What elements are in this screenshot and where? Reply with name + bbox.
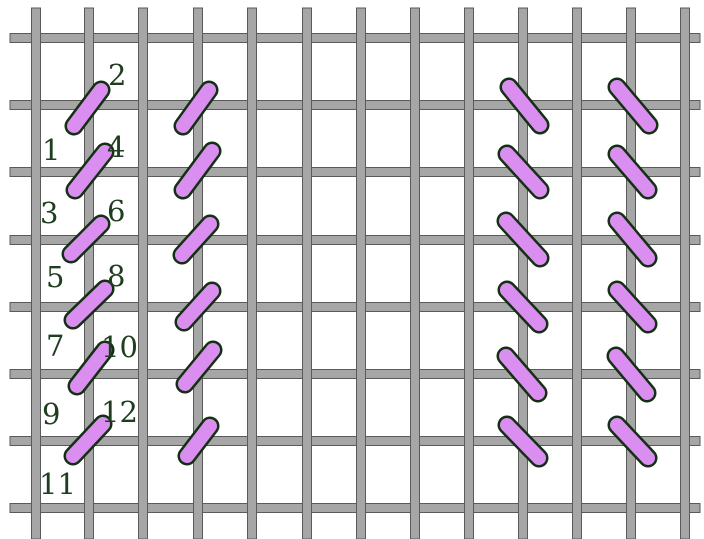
stitch-number-5: 5 [46,260,64,294]
horizontal-thread [10,236,700,245]
stitch-number-9: 9 [42,397,60,431]
stitch [507,290,539,324]
stitch [617,221,648,258]
stitch-number-12: 12 [101,395,138,429]
vertical-thread [139,8,148,539]
stitch [616,356,647,393]
horizontal-thread [10,168,700,177]
stitch-number-6: 6 [107,194,125,228]
stitch-number-7: 7 [46,329,64,363]
stitch-number-1: 1 [42,133,60,167]
stitch [617,154,648,190]
stitch-number-2: 2 [108,58,126,92]
stitch-number-10: 10 [101,330,138,364]
horizontal-thread [10,101,700,110]
stitch [617,425,648,458]
vertical-thread [465,8,474,539]
stitch [506,221,540,258]
horizontal-thread [10,504,700,513]
stitch [507,154,540,190]
stitch [75,152,105,190]
horizontal-thread [10,437,700,446]
stitch [617,87,649,125]
vertical-thread [411,8,420,539]
stitch [73,289,105,320]
vertical-thread [681,8,690,539]
vertical-thread [573,8,582,539]
vertical-thread [303,8,312,539]
vertical-thread [357,8,366,539]
horizontal-thread [10,370,700,379]
stitch [184,291,212,322]
stitch-number-3: 3 [40,196,58,230]
vertical-threads [32,8,690,539]
stitch-number-11: 11 [39,467,76,501]
horizontal-thread [10,303,700,312]
stitch [509,87,540,125]
stitch [183,151,212,190]
stitch [506,356,538,393]
horizontal-thread [10,34,700,43]
stitch [73,424,103,456]
stitch [74,90,101,126]
stitch [187,426,210,456]
stitch-number-8: 8 [107,259,125,293]
stitch [507,425,539,458]
stitch-number-4: 4 [107,130,125,164]
stitch [183,90,209,126]
stitch [182,224,210,255]
stitch [617,290,648,324]
vertical-thread [32,8,41,539]
vertical-thread [248,8,257,539]
stitch [71,224,101,254]
